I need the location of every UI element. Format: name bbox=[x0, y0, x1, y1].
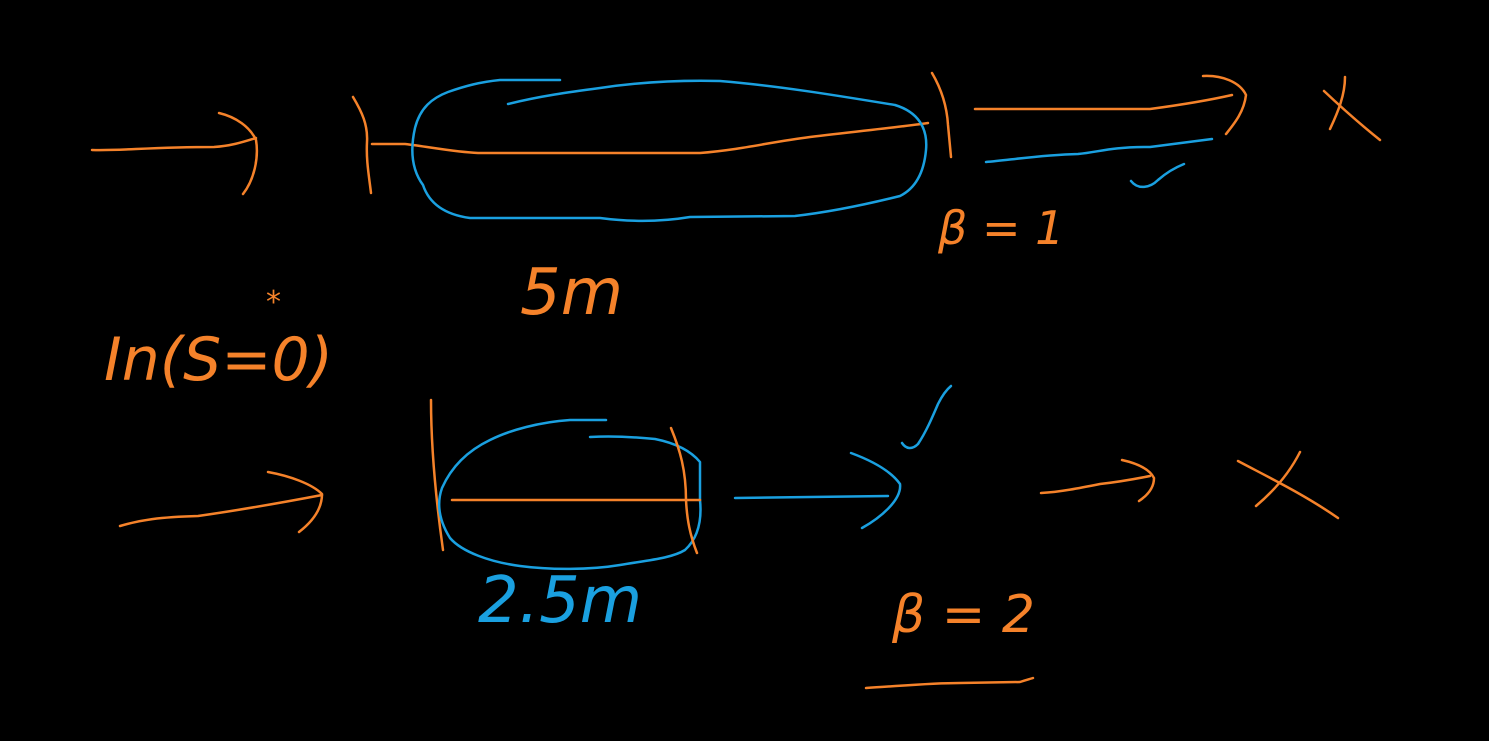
length-label-bottom: 2.5m bbox=[478, 564, 642, 638]
cross-icon bbox=[1322, 75, 1382, 142]
right-wall-top bbox=[930, 71, 953, 159]
middle-left-label: In(S=0) bbox=[104, 325, 333, 395]
middle-left-mark: * bbox=[266, 285, 281, 320]
cross-icon bbox=[1236, 450, 1340, 520]
length-label-top: 5m bbox=[520, 256, 623, 330]
outgoing-blue-arrow-bottom bbox=[733, 451, 902, 530]
right-wall-bottom bbox=[669, 426, 699, 555]
beta-underline bbox=[864, 676, 1035, 690]
short-cylinder-outline bbox=[438, 418, 702, 571]
long-cylinder-outline bbox=[411, 78, 928, 223]
outgoing-blue-arrow-top bbox=[984, 137, 1214, 189]
outgoing-arrow-bottom bbox=[1039, 458, 1156, 503]
beta-label-bottom: β = 2 bbox=[891, 585, 1035, 645]
outgoing-arrow-top bbox=[973, 74, 1248, 136]
left-wall-bottom bbox=[429, 398, 445, 552]
ray-inside-top bbox=[370, 121, 930, 155]
incoming-arrow-bottom bbox=[118, 470, 324, 534]
check-icon bbox=[900, 384, 953, 450]
beta-label-top: β = 1 bbox=[937, 201, 1064, 255]
incoming-arrow-top bbox=[90, 111, 259, 196]
left-wall-top bbox=[351, 95, 373, 195]
